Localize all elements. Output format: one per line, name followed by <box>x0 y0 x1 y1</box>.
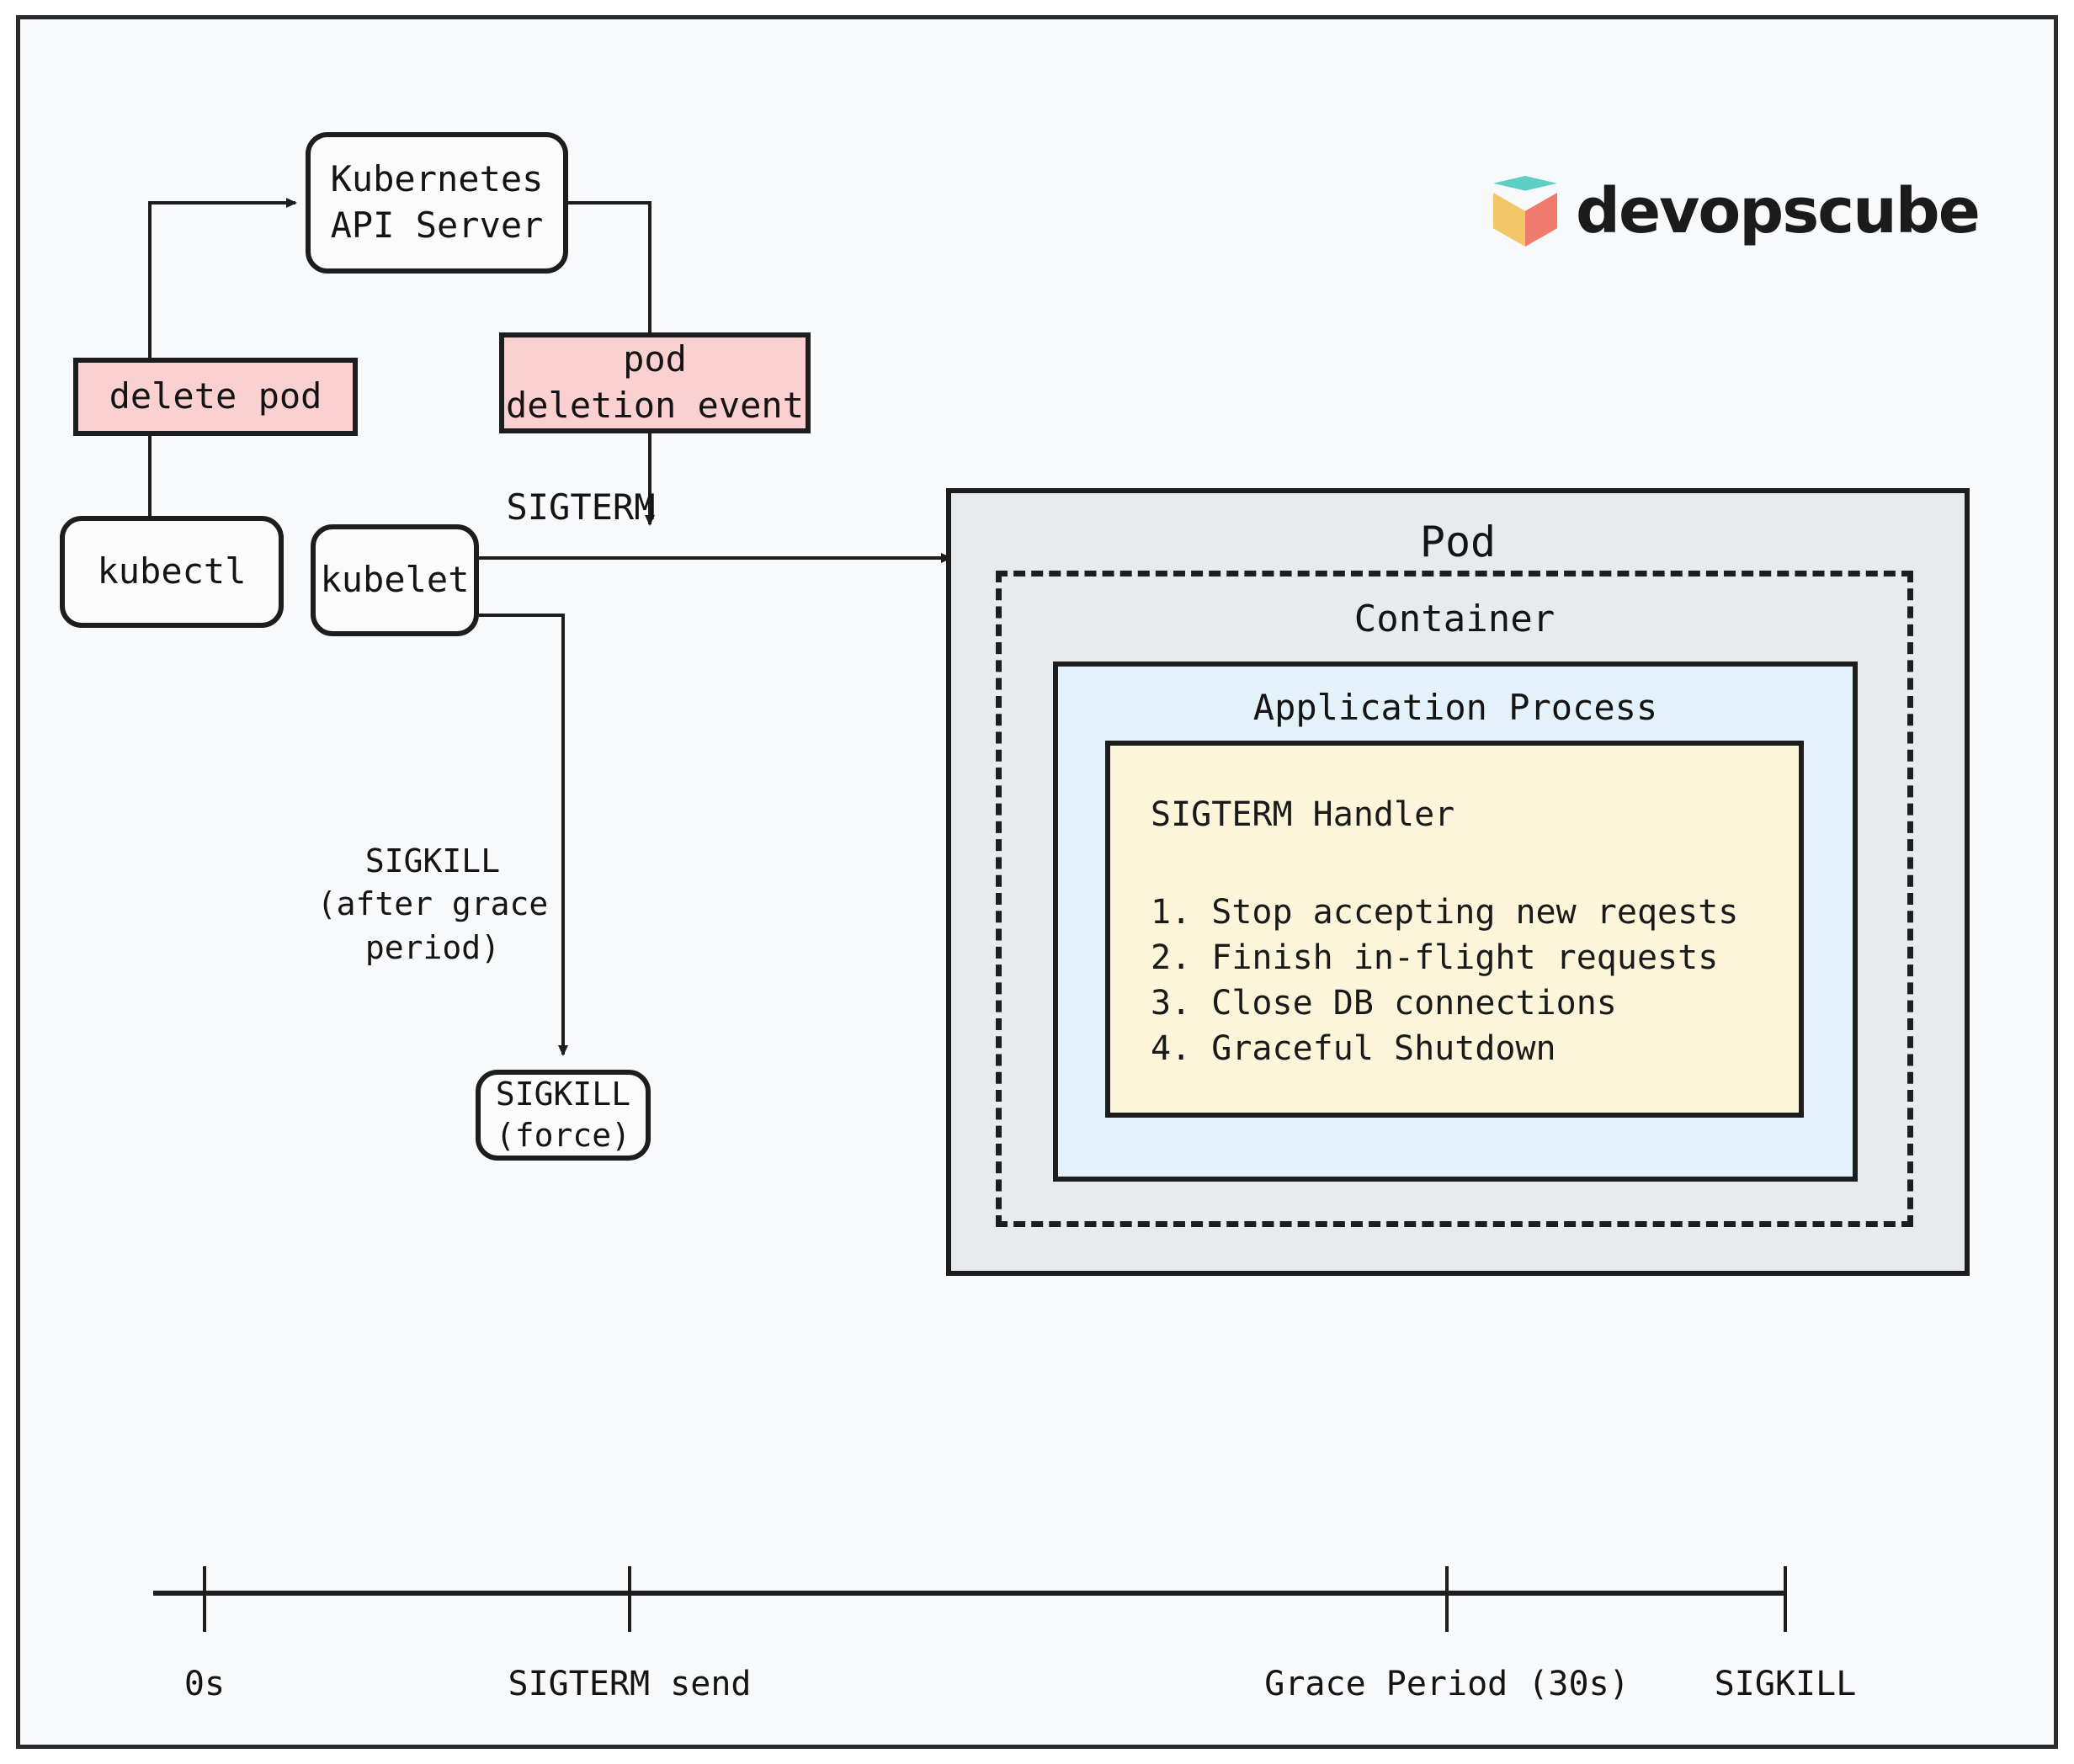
sigterm-handler-step-2: 2. Finish in-flight requests <box>1151 938 1719 977</box>
edge-kubelet-to-sigkill <box>479 614 568 1056</box>
timeline-label-1: SIGTERM send <box>508 1665 752 1703</box>
timeline-label-2: Grace Period (30s) <box>1264 1665 1630 1703</box>
application-process-title: Application Process <box>1252 687 1658 728</box>
container-title: Container <box>1353 598 1556 640</box>
node-delete-pod[interactable]: delete pod <box>73 358 358 436</box>
sigterm-handler-title: SIGTERM Handler <box>1151 795 1455 834</box>
devopscube-logo: devopscube <box>1493 175 1981 247</box>
pod-title: Pod <box>1419 518 1497 566</box>
brand-name: devopscube <box>1576 175 1981 247</box>
timeline-label-3: SIGKILL <box>1714 1665 1857 1703</box>
application-process-box: Application Process SIGTERM Handler 1. S… <box>1053 662 1858 1182</box>
node-kubectl[interactable]: kubectl <box>60 516 284 628</box>
node-sigkill-force[interactable]: SIGKILL (force) <box>476 1070 651 1161</box>
node-pod-deletion-event[interactable]: pod deletion event <box>499 332 811 433</box>
label-sigkill-grace: SIGKILL (after grace period) <box>316 842 549 966</box>
cube-icon <box>1493 176 1557 247</box>
sigterm-handler-step-3: 3. Close DB connections <box>1151 984 1617 1023</box>
edge-deletepod-to-apiserver <box>148 198 297 358</box>
node-kubelet[interactable]: kubelet <box>311 524 479 636</box>
sigterm-handler-step-4: 4. Graceful Shutdown <box>1151 1029 1556 1068</box>
label-sigterm: SIGTERM <box>506 486 656 528</box>
connector-layer <box>148 198 1787 1632</box>
pod-container-box: Pod Container Application Process SIGTER… <box>946 488 1970 1276</box>
sigterm-handler-box: SIGTERM Handler 1. Stop accepting new re… <box>1105 741 1804 1118</box>
sigterm-handler-step-1: 1. Stop accepting new reqests <box>1151 893 1739 932</box>
timeline-label-0: 0s <box>183 1665 226 1703</box>
container-box: Container Application Process SIGTERM Ha… <box>996 571 1913 1227</box>
node-api-server[interactable]: Kubernetes API Server <box>306 132 568 274</box>
diagram-frame: devopscube Kubernetes API Server delete … <box>16 15 2058 1749</box>
edge-apiserver-to-poddeletionevent <box>568 201 651 332</box>
